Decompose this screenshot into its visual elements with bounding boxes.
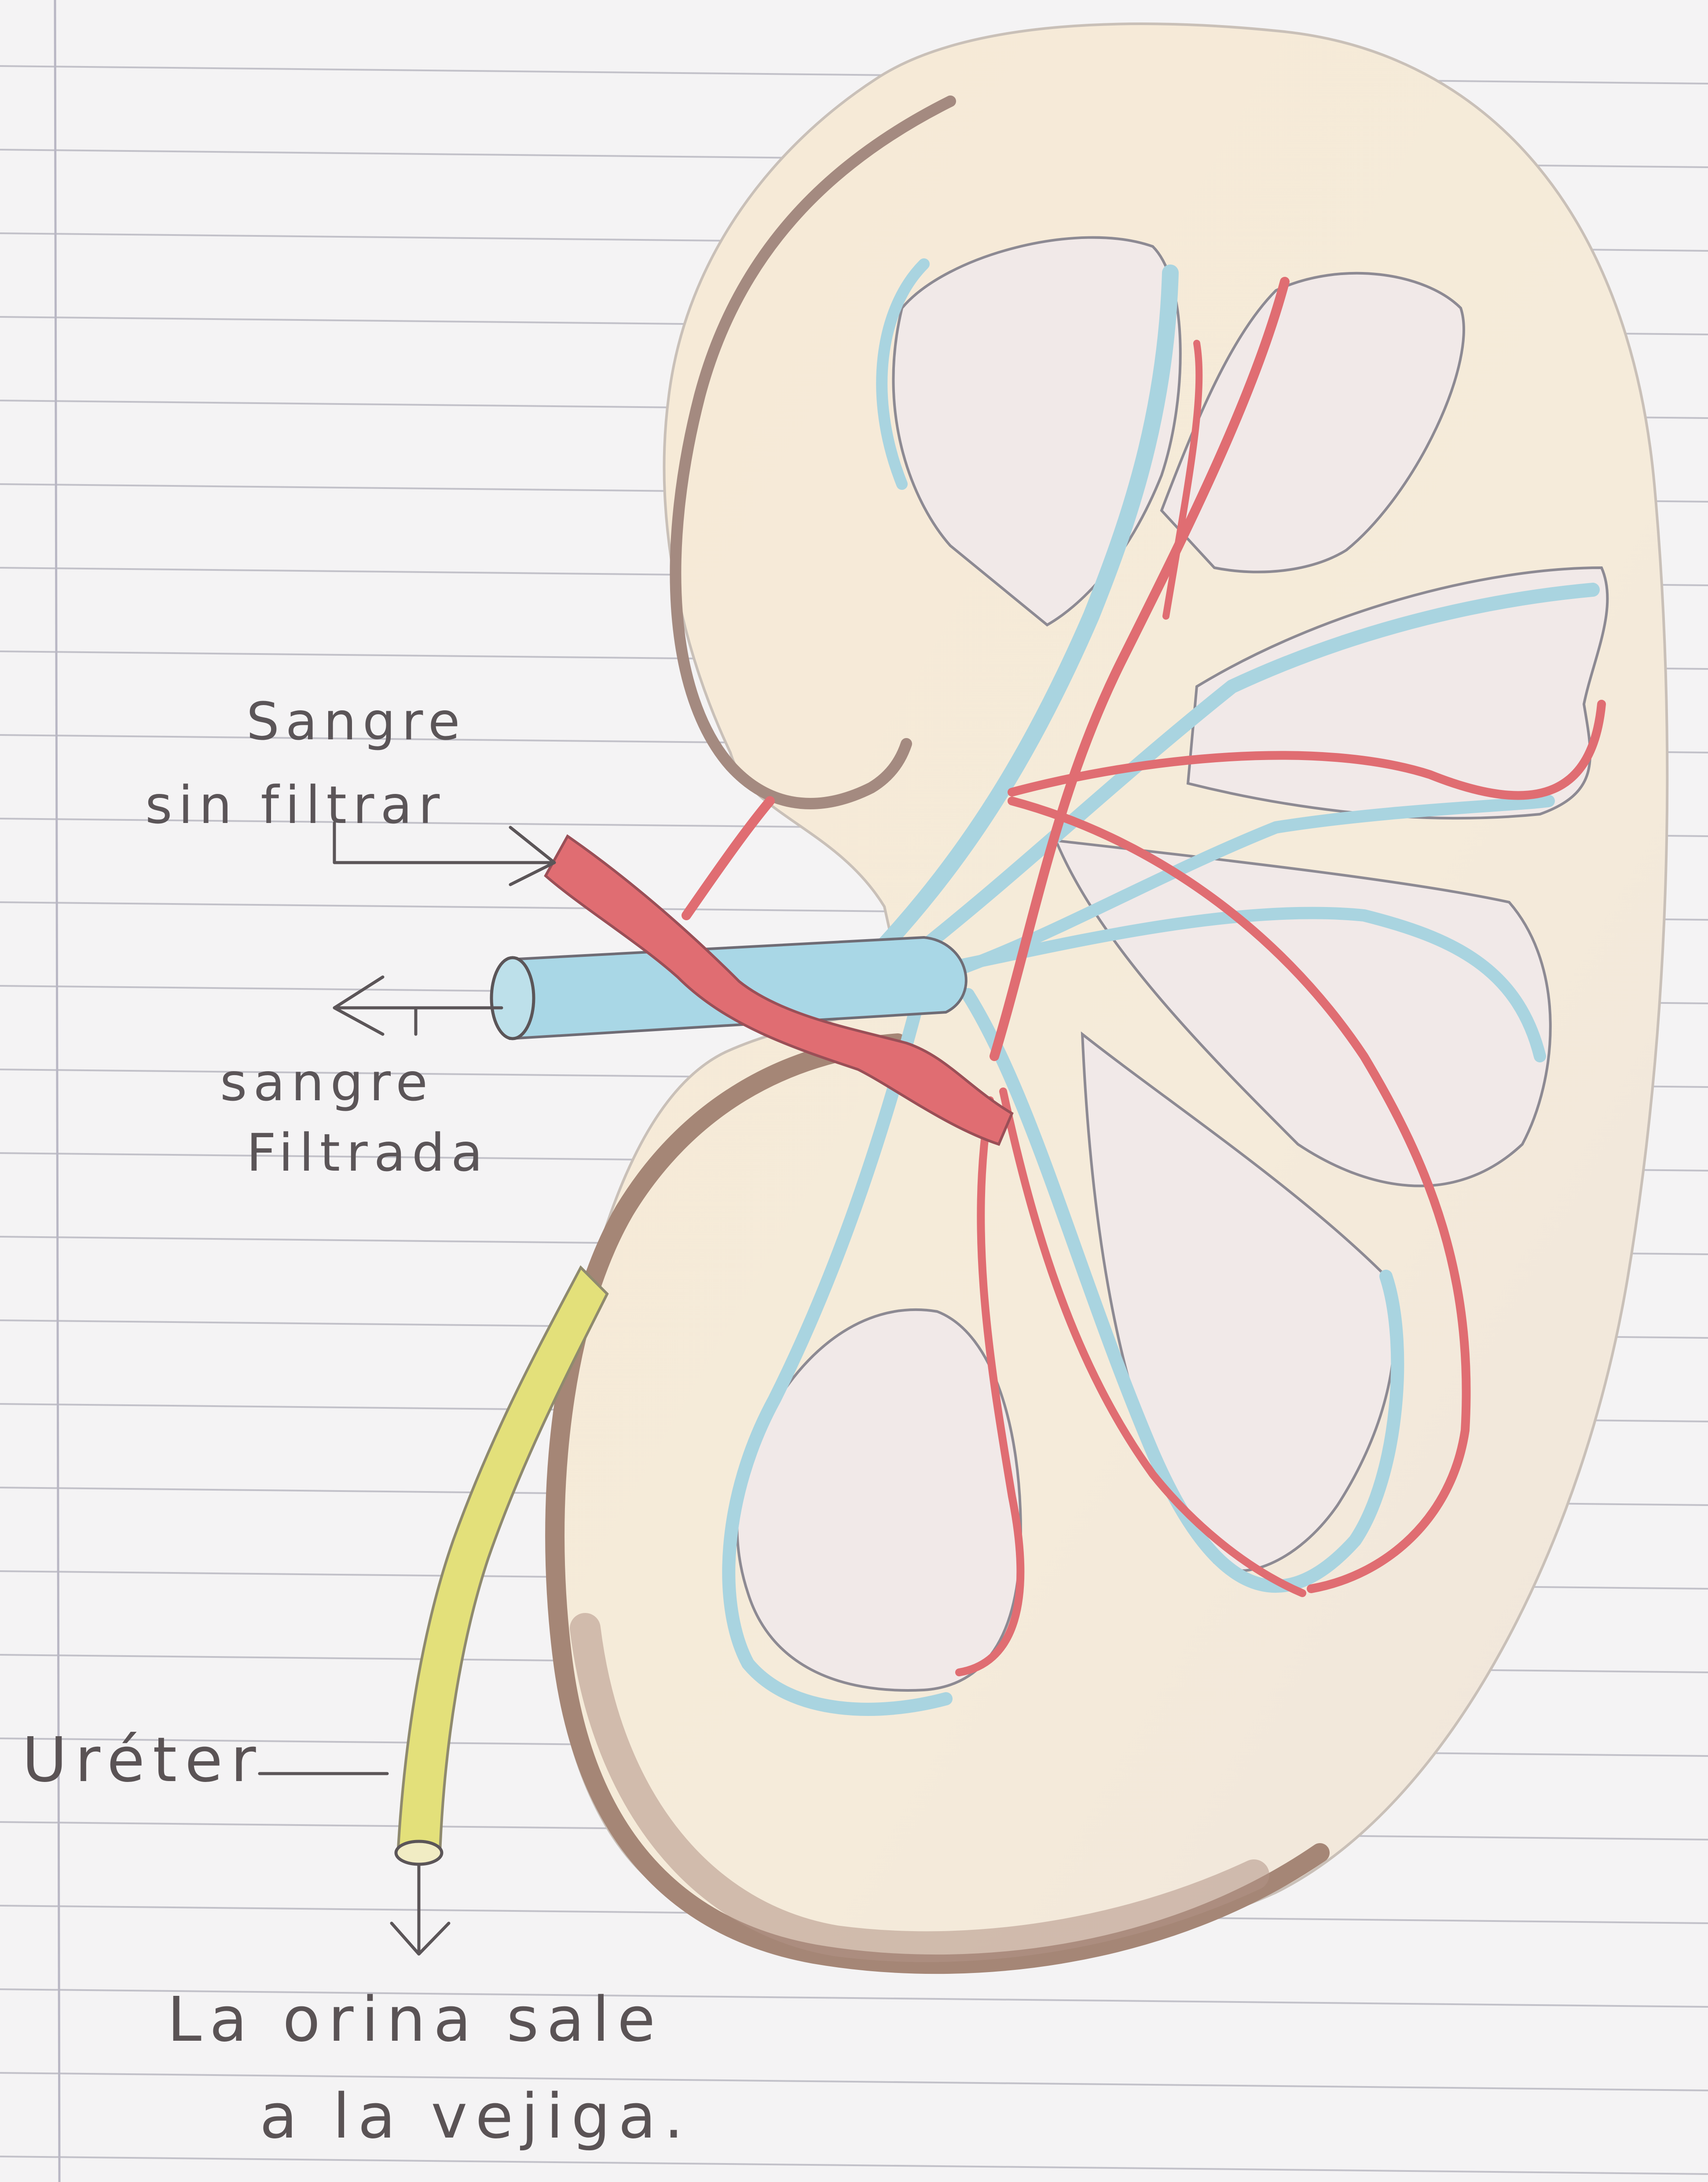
margin-line bbox=[55, 0, 59, 2182]
ureter-opening bbox=[396, 1841, 442, 1864]
label-unfiltered-blood-line1: Sangre bbox=[246, 695, 466, 747]
renal-vein-opening bbox=[491, 958, 534, 1039]
rule-line bbox=[0, 66, 1708, 84]
rule-line bbox=[0, 2073, 1708, 2090]
label-filtered-blood-line2: Filtrada bbox=[246, 1127, 489, 1179]
rule-line bbox=[0, 2156, 1708, 2174]
arrow-filtered-blood bbox=[334, 977, 502, 1034]
label-urine-line1: La orina sale bbox=[167, 1989, 663, 2051]
label-unfiltered-blood-line2: sin filtrar bbox=[145, 779, 446, 831]
label-urine-line2: a la vejiga. bbox=[260, 2086, 691, 2148]
label-filtered-blood-line1: sangre bbox=[220, 1056, 434, 1108]
label-ureter: Uréter bbox=[22, 1730, 264, 1791]
